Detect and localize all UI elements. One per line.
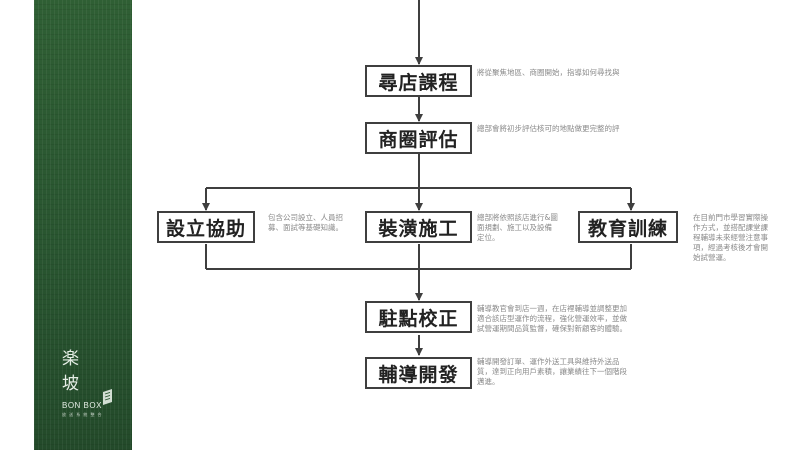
brand-name: BON BOX xyxy=(62,401,102,410)
node-setup-assistance: 設立協助 xyxy=(157,211,255,243)
desc-store-search: 將從聚焦地區、商圈開始，指導如何尋找與 xyxy=(477,68,620,77)
node-area-evaluation: 商圈評估 xyxy=(365,122,472,154)
green-sidebar xyxy=(34,0,132,450)
page-left-margin xyxy=(0,0,34,450)
desc-onsite-correction: 輔導教官會到店一週，在店裡輔導並調整更加 適合該店型運作的流程，強化營運效率，並… xyxy=(477,304,627,333)
node-onsite-correction: 駐點校正 xyxy=(365,301,472,333)
desc-area-evaluation: 總部會將初步評估核可的地點做更完整的評 xyxy=(477,124,620,133)
brand-tagline: 放 送 系 統 整 合 xyxy=(62,412,103,417)
node-guidance-development: 輔導開發 xyxy=(365,357,472,389)
desc-renovation: 總部將依照該店進行&圖 面規劃、施工以及設備 定位。 xyxy=(477,213,558,242)
desc-education-training: 在目前門市學習實際操 作方式，並搭配課堂課 程輔導未來經營注意事 項，經過考核後… xyxy=(693,213,768,262)
node-renovation: 裝潢施工 xyxy=(365,211,472,243)
brand-mark-icon xyxy=(103,389,112,405)
brand-logo: 楽 坡 BON BOX 放 送 系 統 整 合 xyxy=(62,347,103,418)
node-store-search-course: 尋店課程 xyxy=(365,65,472,97)
desc-guidance-development: 輔導開發訂單、運作外送工具與維持外送品 質，達到正向用戶素積，讓業績往下一個階段… xyxy=(477,357,627,386)
desc-setup-assistance: 包含公司設立、人員招 募、面試等基礎知識。 xyxy=(268,213,343,232)
brand-char-2: 坡 xyxy=(62,374,79,394)
brand-char-1: 楽 xyxy=(62,349,79,369)
node-education-training: 教育訓練 xyxy=(578,211,678,243)
